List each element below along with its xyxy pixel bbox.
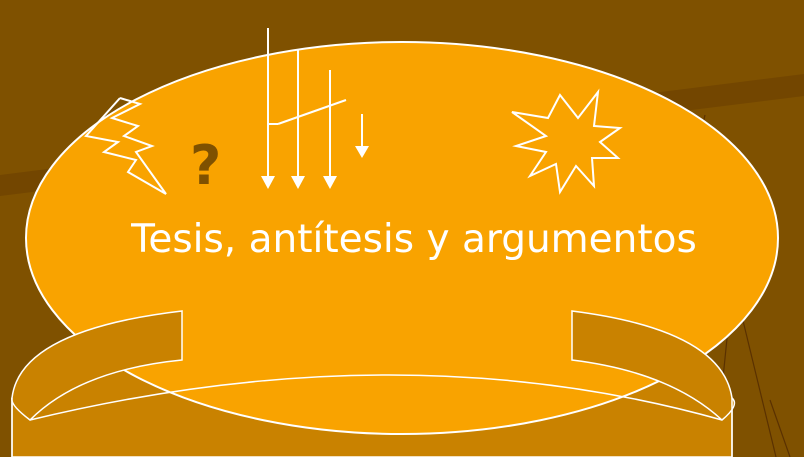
ribbon-inner-curve <box>29 374 723 421</box>
explosion-icon <box>511 88 623 195</box>
question-mark-icon: ? <box>190 134 221 197</box>
background-line-4 <box>769 399 791 457</box>
slide-title: Tesis, antítesis y argumentos <box>130 217 697 262</box>
arrows-icon <box>261 28 369 189</box>
ribbon-front <box>11 310 736 457</box>
ribbon-right-flap <box>571 310 736 421</box>
lightning-icon <box>84 97 167 195</box>
background-line-3 <box>737 299 777 457</box>
ribbon-left-flap <box>11 310 183 421</box>
